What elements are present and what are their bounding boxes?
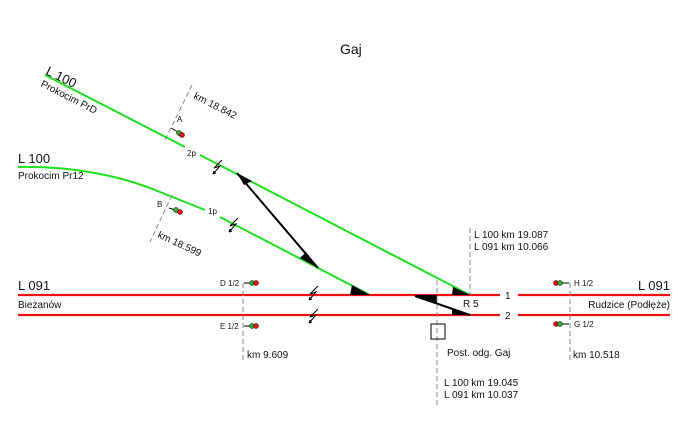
label-biezanow: Bieżanów	[18, 300, 62, 311]
track-2p-label: 2p	[187, 149, 196, 158]
insulated-joint-icons	[212, 159, 319, 324]
signal-A-label: A	[177, 115, 183, 124]
label-line-100-middle: L 100	[18, 151, 50, 166]
signal-H-label: H 1/2	[574, 279, 594, 288]
track-2-label: 2	[505, 311, 511, 322]
signal-E-icon	[244, 323, 259, 329]
signal-A-icon	[170, 127, 185, 138]
station-label: Post. odg. Gaj	[447, 348, 510, 359]
signal-D-label: D 1/2	[220, 279, 240, 288]
track-1-label: 1	[505, 291, 511, 302]
km-marker-line	[149, 194, 173, 243]
crossover-connections	[236, 172, 471, 316]
km-signals-DE: km 9.609	[247, 350, 289, 361]
km-marker-line	[164, 84, 193, 141]
label-prokocim-pr12: Prokocim Pr12	[18, 171, 84, 182]
switch-r5-label: R 5	[463, 299, 479, 310]
km-post-l100: L 100 km 19.045	[444, 378, 519, 389]
signal-B-label: B	[157, 200, 162, 209]
signal-E-label: E 1/2	[220, 322, 239, 331]
label-rudzice: Rudzice (Podłęże)	[588, 300, 670, 311]
km-signal-B: km 18.599	[156, 230, 203, 260]
signal-D-icon	[244, 280, 259, 286]
km-post-l091: L 091 km 10.037	[444, 390, 519, 401]
signal-G-icon	[553, 321, 569, 327]
track-1p-label: 1p	[208, 207, 217, 216]
signal-H-icon	[553, 280, 569, 286]
signal-B-icon	[168, 207, 183, 215]
line-100-pr12-track	[17, 165, 371, 296]
diagram-title: Gaj	[340, 41, 362, 57]
km-signals-HG: km 10.518	[573, 350, 620, 361]
km-junction-l100: L 100 km 19.087	[474, 230, 549, 241]
label-line-091-right: L 091	[638, 278, 670, 293]
km-signal-A: km 18.842	[192, 91, 239, 122]
km-junction-l091: L 091 km 10.066	[474, 242, 549, 253]
label-line-091-left: L 091	[18, 278, 50, 293]
line-100-prd-track	[44, 74, 471, 296]
signal-box-icon	[430, 323, 446, 340]
signal-G-label: G 1/2	[574, 320, 594, 329]
